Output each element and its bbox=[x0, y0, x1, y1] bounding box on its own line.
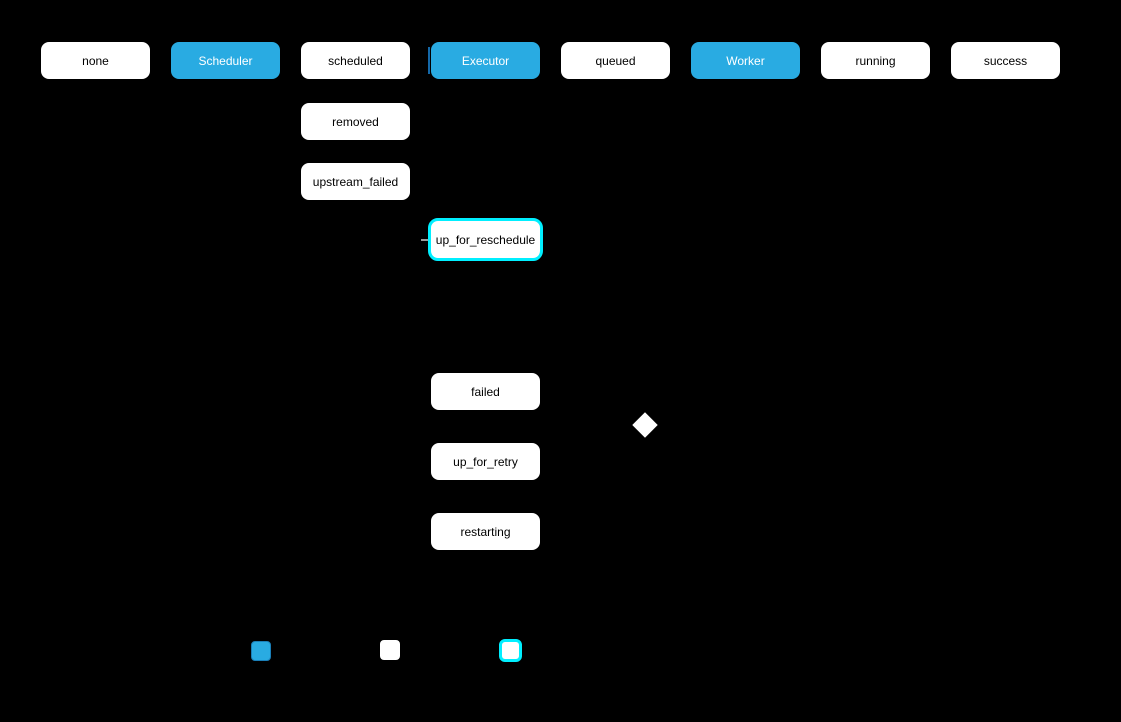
arrow-dash bbox=[421, 239, 428, 241]
node-executor: Executor bbox=[431, 42, 540, 79]
node-scheduler: Scheduler bbox=[171, 42, 280, 79]
node-success: success bbox=[951, 42, 1060, 79]
node-upstream-failed: upstream_failed bbox=[301, 163, 410, 200]
legend-highlighted-state-swatch bbox=[499, 639, 522, 662]
arrowhead-sliver bbox=[428, 47, 430, 74]
legend-state-swatch bbox=[380, 640, 400, 660]
decision-diamond-shape bbox=[632, 412, 658, 438]
node-up-for-reschedule: up_for_reschedule bbox=[428, 218, 543, 261]
node-restarting: restarting bbox=[431, 513, 540, 550]
node-scheduled: scheduled bbox=[301, 42, 410, 79]
legend-component-swatch bbox=[251, 641, 271, 661]
node-removed: removed bbox=[301, 103, 410, 140]
node-worker: Worker bbox=[691, 42, 800, 79]
node-none: none bbox=[41, 42, 150, 79]
node-running: running bbox=[821, 42, 930, 79]
node-queued: queued bbox=[561, 42, 670, 79]
node-up-for-retry: up_for_retry bbox=[431, 443, 540, 480]
node-failed: failed bbox=[431, 373, 540, 410]
